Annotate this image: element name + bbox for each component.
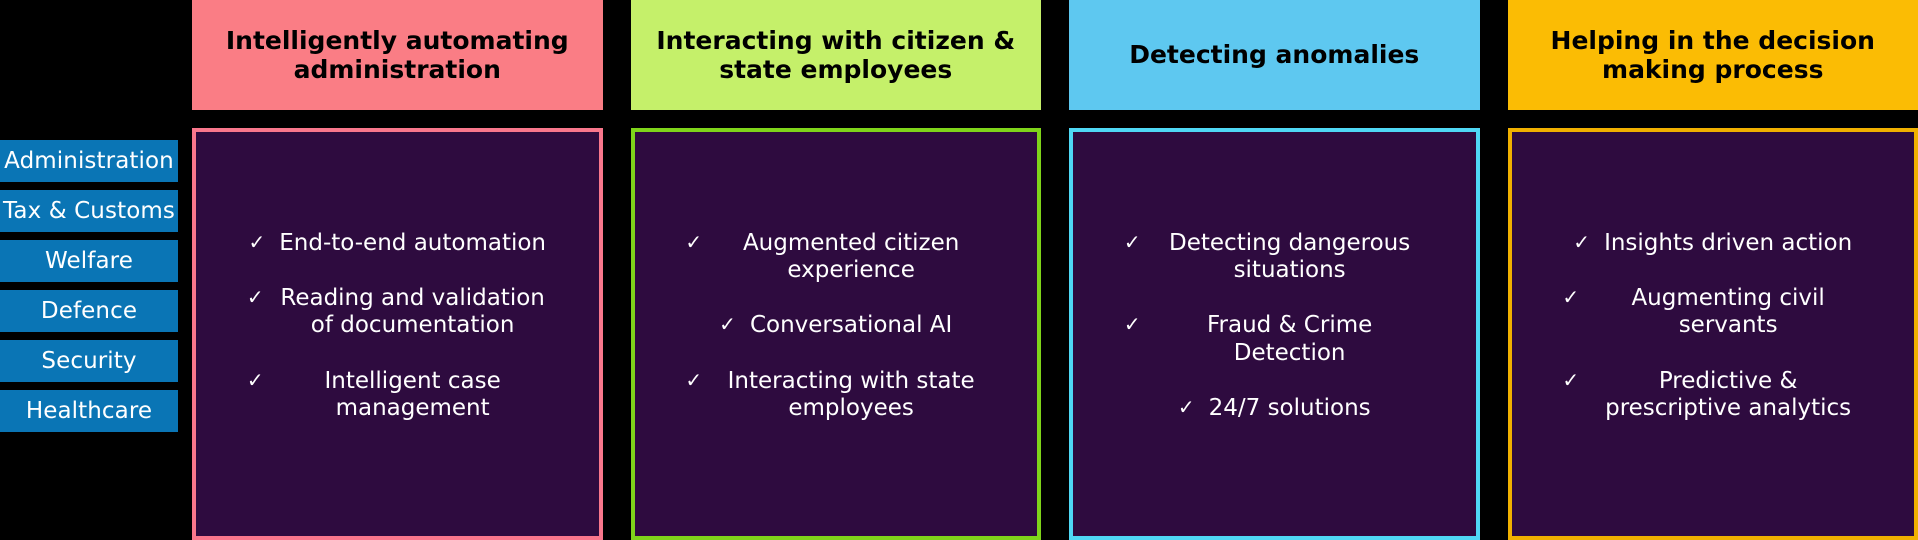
- bullet-label: Fraud & Crime Detection: [1206, 312, 1373, 366]
- sidebar-item-tax-customs[interactable]: Tax & Customs: [0, 190, 178, 232]
- column-header-label: Detecting anomalies: [1129, 40, 1420, 70]
- bullet-label: Insights driven action: [1604, 230, 1853, 257]
- capability-column: Detecting anomalies ✓ Detecting dangerous …: [1069, 0, 1480, 540]
- sidebar-item-label: Defence: [40, 298, 138, 324]
- column-header-label: Intelligently automating administration: [225, 25, 569, 85]
- bullet-label: Predictive & prescriptive analytics: [1605, 367, 1852, 421]
- column-header-label: Helping in the decision making process: [1550, 25, 1875, 85]
- capability-column: Helping in the decision making process ✓ I…: [1507, 0, 1918, 540]
- column-header-label: Interacting with citizen & state employe…: [656, 25, 1016, 85]
- bullet-label: Intelligent case management: [324, 367, 501, 421]
- sidebar-item-label: Healthcare: [25, 398, 153, 424]
- bullet-label: 24/7 solutions: [1208, 394, 1371, 421]
- sidebar-item-label: Welfare: [45, 248, 133, 274]
- bullet-label: Augmented citizen experience: [742, 230, 960, 284]
- capability-columns: Intelligently automating administration ✓…: [192, 0, 1918, 540]
- sidebar-item-defence[interactable]: Defence: [0, 290, 178, 332]
- sidebar-item-label: Tax & Customs: [3, 198, 175, 224]
- column-header: Intelligently automating administration: [192, 0, 603, 110]
- checkmark-icon: ✓: [685, 230, 703, 255]
- bullet-item: ✓ Reading and validation of documentation: [210, 285, 585, 339]
- column-body: ✓ End-to-end automation ✓ Reading and valid…: [192, 128, 603, 540]
- bullet-item: ✓ Detecting dangerous situations: [1087, 230, 1462, 284]
- capability-column: Interacting with citizen & state employe…: [630, 0, 1041, 540]
- checkmark-icon: ✓: [1123, 312, 1141, 337]
- bullet-item: ✓ Insights driven action: [1526, 230, 1901, 257]
- sidebar-item-administration[interactable]: Administration: [0, 140, 178, 182]
- bullet-item: ✓ Predictive & prescriptive analytics: [1526, 368, 1901, 422]
- bullet-item: ✓ 24/7 solutions: [1087, 395, 1462, 422]
- bullet-label: Interacting with state employees: [727, 367, 975, 421]
- sidebar-item-label: Security: [41, 348, 137, 374]
- column-body: ✓ Insights driven action ✓ Augmenting civil…: [1507, 128, 1918, 540]
- bullet-item: ✓ Intelligent case management: [210, 368, 585, 422]
- bullet-label: End-to-end automation: [279, 230, 547, 257]
- checkmark-icon: ✓: [1562, 367, 1580, 392]
- column-header: Detecting anomalies: [1069, 0, 1480, 110]
- bullet-item: ✓ Augmented citizen experience: [649, 230, 1024, 284]
- sidebar-item-security[interactable]: Security: [0, 340, 178, 382]
- checkmark-icon: ✓: [1562, 285, 1580, 310]
- bullet-item: ✓ Interacting with state employees: [649, 368, 1024, 422]
- checkmark-icon: ✓: [719, 312, 736, 337]
- checkmark-icon: ✓: [248, 230, 266, 255]
- capability-column: Intelligently automating administration ✓…: [192, 0, 603, 540]
- column-header: Helping in the decision making process: [1507, 0, 1918, 110]
- bullet-item: ✓ Augmenting civil servants: [1526, 285, 1901, 339]
- column-body: ✓ Augmented citizen experience ✓ Conversati…: [630, 128, 1041, 540]
- column-body: ✓ Detecting dangerous situations ✓ Fraud & …: [1069, 128, 1480, 540]
- checkmark-icon: ✓: [1177, 394, 1195, 419]
- checkmark-icon: ✓: [1573, 230, 1591, 255]
- checkmark-icon: ✓: [685, 367, 703, 392]
- bullet-label: Augmenting civil servants: [1631, 285, 1825, 339]
- checkmark-icon: ✓: [1123, 230, 1141, 255]
- sidebar-item-welfare[interactable]: Welfare: [0, 240, 178, 282]
- bullet-item: ✓ End-to-end automation: [210, 230, 585, 257]
- bullet-item: ✓ Fraud & Crime Detection: [1087, 312, 1462, 366]
- checkmark-icon: ✓: [246, 285, 264, 310]
- bullet-label: Detecting dangerous situations: [1169, 230, 1411, 284]
- column-header: Interacting with citizen & state employe…: [630, 0, 1041, 110]
- sidebar-item-label: Administration: [4, 148, 174, 174]
- bullet-label: Conversational AI: [749, 312, 953, 339]
- bullet-label: Reading and validation of documentation: [280, 285, 545, 339]
- bullet-item: ✓ Conversational AI: [649, 312, 1024, 339]
- checkmark-icon: ✓: [246, 367, 264, 392]
- sidebar-item-healthcare[interactable]: Healthcare: [0, 390, 178, 432]
